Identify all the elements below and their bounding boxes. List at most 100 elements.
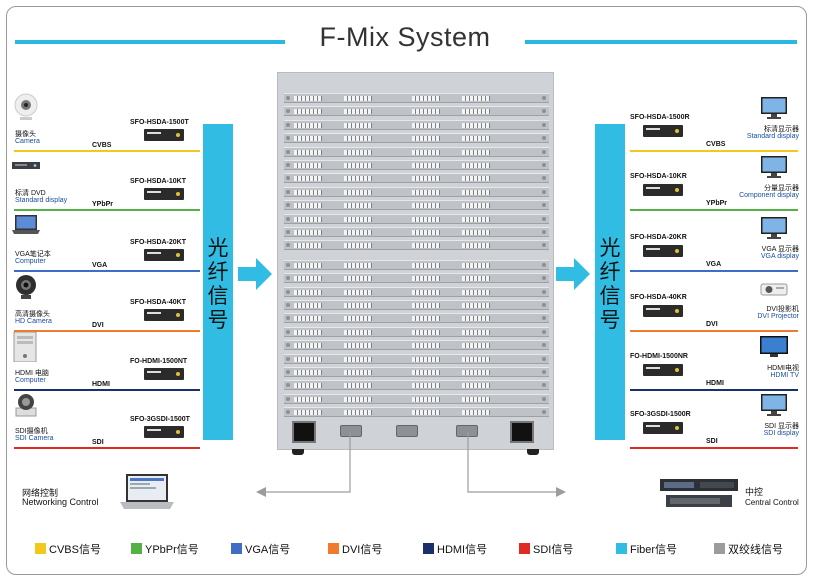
legend-label: Fiber信号 <box>630 544 678 556</box>
card-screw <box>542 370 546 374</box>
card-ports <box>462 109 490 115</box>
legend-item: CVBS信号 <box>35 541 101 557</box>
monitor-icon <box>760 216 788 251</box>
card-screw <box>286 370 290 374</box>
receiver-box <box>643 245 683 257</box>
matrix-card-slot <box>284 300 549 310</box>
card-screw <box>286 122 290 127</box>
legend-swatch <box>519 543 530 554</box>
card-screw <box>286 276 290 281</box>
card-ports <box>412 176 440 182</box>
output-signal-label: YPbPr <box>706 200 728 207</box>
network-port <box>396 425 418 437</box>
matrix-card-slot <box>284 353 549 364</box>
matrix-card-slot <box>284 286 549 297</box>
matrix-card-slot <box>284 273 549 284</box>
legend-swatch <box>714 543 725 554</box>
receiver-box <box>643 364 683 376</box>
card-ports <box>344 383 372 389</box>
card-ports <box>412 262 440 268</box>
card-ports <box>294 216 322 222</box>
card-ports <box>344 163 372 168</box>
matrix-card-slot <box>284 93 549 103</box>
monitor-icon <box>760 155 788 190</box>
output-device-name-en: SDI display <box>763 430 799 437</box>
card-ports <box>344 289 372 295</box>
card-screw <box>286 216 290 221</box>
card-ports <box>412 163 440 168</box>
card-ports <box>462 136 490 142</box>
legend-label: 双绞线信号 <box>728 544 783 556</box>
card-screw <box>286 329 290 334</box>
fiber-arrow-right <box>556 258 590 290</box>
output-device-name-en: Component display <box>739 192 799 199</box>
output-signal-line <box>630 150 798 152</box>
transmitter-model: SFO-HSDA-1500T <box>130 119 189 126</box>
card-screw <box>542 289 546 294</box>
output-device-name: 标清显示器 <box>764 126 799 133</box>
input-device-name-en: Standard display <box>15 197 68 204</box>
card-ports <box>294 230 322 235</box>
transmitter-box <box>144 249 184 261</box>
card-ports <box>462 122 490 128</box>
card-screw <box>286 243 290 248</box>
fiber-arrow-left <box>238 258 272 290</box>
card-screw <box>286 356 290 361</box>
card-ports <box>462 276 490 282</box>
card-ports <box>462 149 490 155</box>
card-ports <box>294 136 322 142</box>
matrix-card-slot <box>284 240 549 251</box>
hd-camera-icon <box>12 273 40 308</box>
card-ports <box>344 243 372 249</box>
legend-item: SDI信号 <box>519 541 573 557</box>
card-ports <box>294 203 322 209</box>
transmitter-box <box>144 188 184 200</box>
matrix-card-slot <box>284 200 549 211</box>
card-ports <box>412 96 440 101</box>
transmitter-model: FO-HDMI-1500NT <box>130 358 188 365</box>
card-screw <box>542 149 546 154</box>
card-ports <box>294 149 322 155</box>
central-control-en: Central Control <box>745 498 799 507</box>
card-screw <box>542 262 546 267</box>
legend-item: HDMI信号 <box>423 541 487 557</box>
card-ports <box>412 276 440 282</box>
network-control-cn: 网络控制 <box>22 488 59 498</box>
dvd-player-icon <box>12 152 40 187</box>
chassis-foot <box>292 449 304 455</box>
monitor-icon <box>760 96 788 131</box>
card-ports <box>344 276 372 282</box>
card-screw <box>286 289 290 294</box>
card-screw <box>542 109 546 114</box>
input-device-name-en: Computer <box>15 258 46 265</box>
card-ports <box>462 410 490 416</box>
card-ports <box>462 356 490 362</box>
card-ports <box>294 96 322 101</box>
card-ports <box>344 370 372 375</box>
card-ports <box>294 303 322 308</box>
input-signal-line <box>14 150 200 152</box>
card-ports <box>462 289 490 295</box>
card-ports <box>412 303 440 308</box>
card-ports <box>294 396 322 402</box>
output-device-name-en: Standard display <box>746 133 799 140</box>
card-ports <box>412 356 440 362</box>
matrix-card-slot <box>284 106 549 117</box>
card-ports <box>462 96 490 101</box>
card-ports <box>412 149 440 155</box>
card-ports <box>462 343 490 349</box>
card-ports <box>412 370 440 375</box>
card-ports <box>344 203 372 209</box>
input-signal-line <box>14 270 200 272</box>
transmitter-model: SFO-3GSDI-1500T <box>130 416 190 423</box>
input-signal-line <box>14 330 200 332</box>
receiver-model: SFO-HSDA-10KR <box>630 173 687 180</box>
transmitter-model: SFO-HSDA-20KT <box>130 239 187 246</box>
output-device-name-en: DVI Projector <box>757 313 799 320</box>
legend-item: Fiber信号 <box>616 541 677 557</box>
legend-swatch <box>616 543 627 554</box>
card-screw <box>542 329 546 334</box>
card-ports <box>462 216 490 222</box>
diagram-frame <box>6 6 807 575</box>
